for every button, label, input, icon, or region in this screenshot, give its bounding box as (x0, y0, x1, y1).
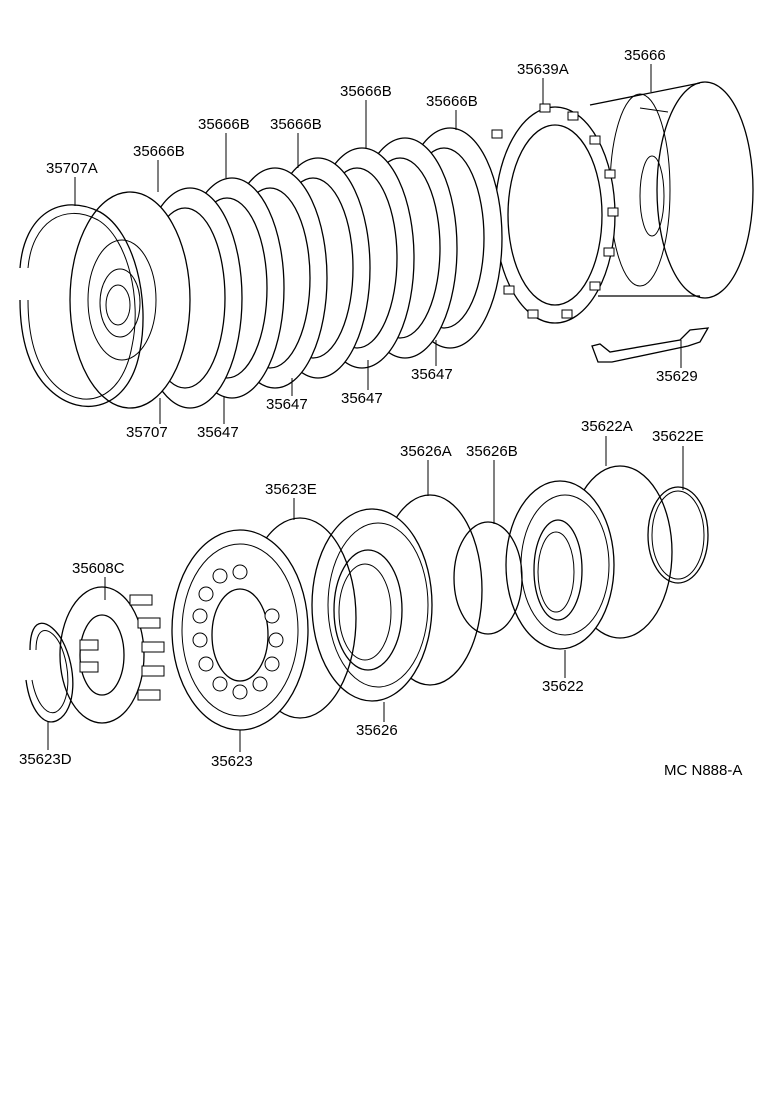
part-label-35622: 35622 (542, 678, 584, 695)
part-label-35707A: 35707A (46, 160, 98, 177)
part-label-35622A: 35622A (581, 418, 633, 435)
snap-ring-35623D (25, 622, 74, 723)
clutch-drum-35666 (589, 81, 754, 299)
part-label-35647-4: 35647 (197, 424, 239, 441)
retainer-35623 (171, 529, 309, 731)
piston-35626 (311, 508, 433, 702)
part-label-35647-1: 35647 (411, 366, 453, 383)
part-label-35647-2: 35647 (341, 390, 383, 407)
o-ring-35622E (647, 486, 709, 584)
part-label-35666: 35666 (624, 47, 666, 64)
clutch-plate-stack (137, 127, 503, 409)
o-ring-35626B (453, 521, 523, 635)
part-label-35623: 35623 (211, 753, 253, 770)
part-label-35626B: 35626B (466, 443, 518, 460)
part-label-35629: 35629 (656, 368, 698, 385)
part-label-35707: 35707 (126, 424, 168, 441)
part-label-35666B-3: 35666B (270, 116, 322, 133)
spring-retainer-35608C (59, 586, 165, 724)
spring-clip-35629 (591, 327, 710, 363)
part-label-35666B-2: 35666B (340, 83, 392, 100)
part-label-35666B-4: 35666B (198, 116, 250, 133)
flange-35707 (69, 191, 191, 409)
part-label-35639A: 35639A (517, 61, 569, 78)
part-label-35647-3: 35647 (266, 396, 308, 413)
part-label-35623D: 35623D (19, 751, 72, 768)
leader-lines (47, 64, 684, 752)
plate-35639A (491, 103, 619, 324)
part-label-35666B-5: 35666B (133, 143, 185, 160)
part-label-35666B-1: 35666B (426, 93, 478, 110)
catalog-code: MC N888-A (664, 762, 743, 779)
snap-ring-35707A (19, 204, 144, 407)
part-label-35626A: 35626A (400, 443, 452, 460)
part-label-35626: 35626 (356, 722, 398, 739)
part-label-35623E: 35623E (265, 481, 317, 498)
part-label-35608C: 35608C (72, 560, 125, 577)
part-label-35622E: 35622E (652, 428, 704, 445)
piston-35622 (505, 480, 615, 650)
